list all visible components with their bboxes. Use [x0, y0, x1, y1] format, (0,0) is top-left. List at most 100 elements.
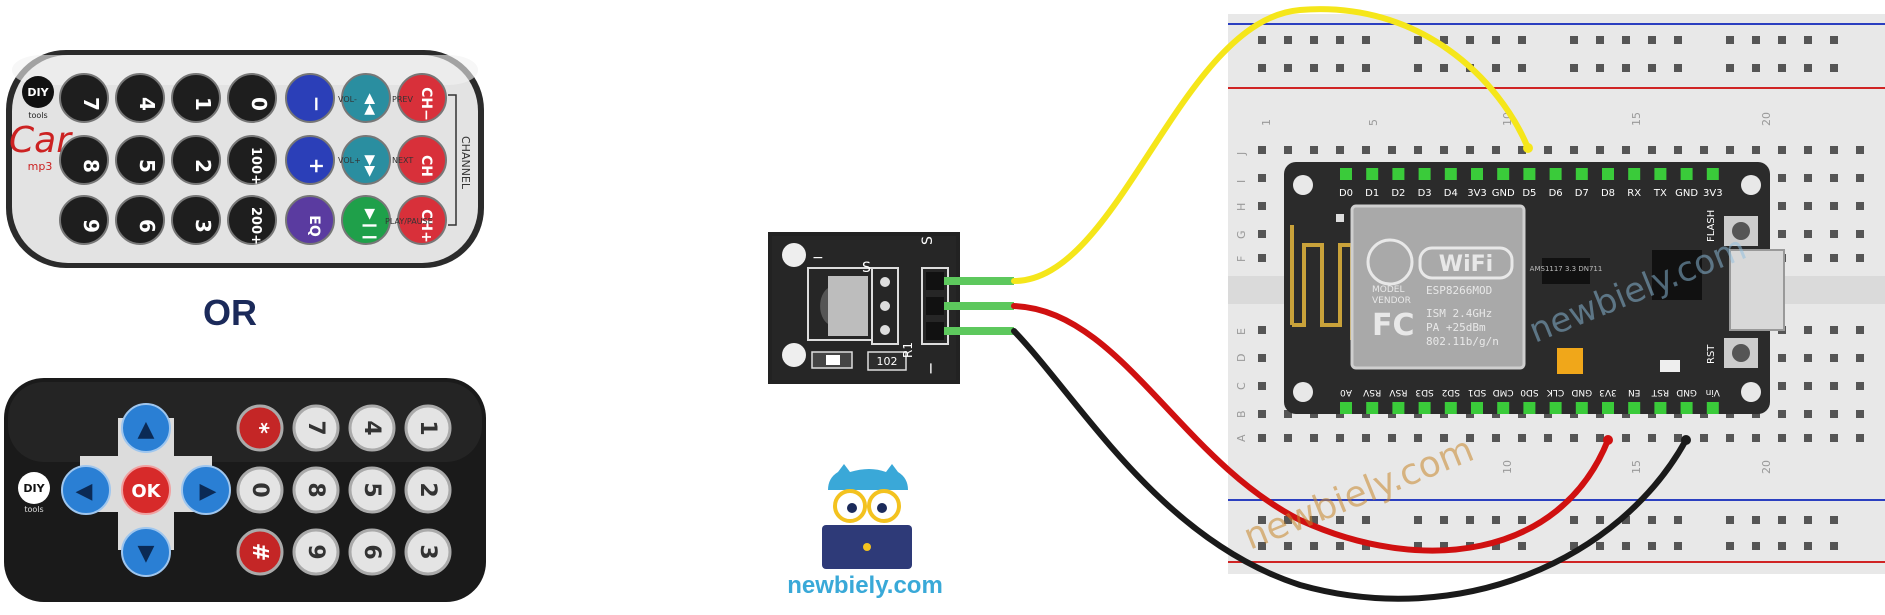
breadboard-hole [1284, 36, 1292, 44]
breadboard-hole [1700, 434, 1708, 442]
remote-button[interactable]: 9 [59, 195, 109, 245]
dpad-right-button[interactable]: ▶ [181, 465, 231, 515]
wifi-logo: WiFi [1366, 238, 1514, 286]
arrow-up-icon: ▲ [138, 417, 155, 442]
breadboard-hole [1362, 434, 1370, 442]
breadboard-hole [1336, 64, 1344, 72]
breadboard-hole [1518, 516, 1526, 524]
esp-pin [1549, 402, 1562, 414]
remote-button[interactable]: EQ [285, 195, 335, 245]
remote-button[interactable]: ▶❙❙ [341, 195, 391, 245]
esp-pin-label-top: D8 [1601, 188, 1615, 199]
breadboard-hole [1414, 542, 1422, 550]
dpad-up-button[interactable]: ▲ [121, 403, 171, 453]
esp8266-nodemcu-board: WiFi MODEL VENDOR ESP8266MOD FC ISM 2.4G… [1284, 162, 1785, 414]
esp-pin [1497, 168, 1510, 180]
remote-button[interactable]: 3 [171, 195, 221, 245]
breadboard-hole [1622, 516, 1630, 524]
remote-button[interactable]: − [285, 73, 335, 123]
esp-pin [1654, 402, 1667, 414]
remote-button[interactable]: 2 [171, 135, 221, 185]
brand-name: newbiely.com [787, 572, 943, 599]
remote-button[interactable]: ◀◀ [341, 73, 391, 123]
mount-hole-top [782, 243, 806, 267]
or-separator: OR [203, 292, 257, 333]
numpad-button[interactable]: 8 [292, 466, 340, 514]
remote-button[interactable]: CH [397, 135, 447, 185]
svg-text:−: − [921, 362, 940, 375]
dpad-down-button[interactable]: ▼ [121, 527, 171, 577]
breadboard-hole [1258, 36, 1266, 44]
svg-text:DIY: DIY [23, 482, 45, 495]
breadboard-hole [1778, 516, 1786, 524]
breadboard-hole [1258, 202, 1266, 210]
breadboard-hole [1258, 410, 1266, 418]
numpad-button[interactable]: 6 [348, 528, 396, 576]
remote-button[interactable]: 6 [115, 195, 165, 245]
breadboard-hole [1544, 146, 1552, 154]
svg-text:PLAY/PAUSE: PLAY/PAUSE [385, 217, 433, 226]
breadboard-hole [1596, 434, 1604, 442]
breadboard-hole [1596, 64, 1604, 72]
numpad-button[interactable]: 2 [404, 466, 452, 514]
numpad-button-label: 1 [415, 420, 440, 435]
remote-button[interactable]: 1 [171, 73, 221, 123]
remote-button[interactable]: 8 [59, 135, 109, 185]
svg-text:102: 102 [877, 355, 898, 368]
esp-pin [1654, 168, 1667, 180]
breadboard-hole [1336, 434, 1344, 442]
breadboard-hole [1570, 434, 1578, 442]
remote-button[interactable]: + [285, 135, 335, 185]
numpad-button[interactable]: 0 [236, 466, 284, 514]
numpad-button[interactable]: 3 [404, 528, 452, 576]
numpad-button[interactable]: 5 [348, 466, 396, 514]
esp-pin-label-bottom: SD0 [1520, 387, 1539, 397]
remote-button[interactable]: 200+ [227, 195, 277, 245]
esp-pin [1628, 168, 1641, 180]
svg-text:tools: tools [28, 111, 47, 120]
breadboard-hole [1804, 382, 1812, 390]
numpad-button-label: # [247, 543, 272, 561]
breadboard-hole [1778, 230, 1786, 238]
remote-button[interactable]: ▶▶ [341, 135, 391, 185]
breadboard-hole [1336, 36, 1344, 44]
remote-button-label: − [305, 96, 329, 113]
breadboard-hole [1830, 354, 1838, 362]
breadboard-hole [1362, 146, 1370, 154]
esp-pin-label-bottom: SD1 [1468, 387, 1486, 397]
svg-text:PA +25dBm: PA +25dBm [1426, 321, 1486, 334]
capacitor [1557, 348, 1583, 374]
breadboard-hole [1310, 516, 1318, 524]
breadboard-hole [1648, 434, 1656, 442]
remote-button[interactable]: 7 [59, 73, 109, 123]
remote-button-label: 4 [135, 97, 159, 111]
breadboard-hole [1310, 146, 1318, 154]
remote-button[interactable]: 0 [227, 73, 277, 123]
breadboard-hole [1466, 434, 1474, 442]
dpad-ok-button[interactable]: OK [121, 465, 171, 515]
dpad-left-button[interactable]: ◀ [61, 465, 111, 515]
esp-pin-label-bottom: RST [1651, 387, 1669, 397]
breadboard-hole [1258, 254, 1266, 262]
svg-text:5: 5 [1367, 119, 1380, 126]
numpad-button[interactable]: 4 [348, 404, 396, 452]
remote-button[interactable]: 100+ [227, 135, 277, 185]
numpad-button[interactable]: 9 [292, 528, 340, 576]
remote-button-label: 7 [79, 97, 103, 111]
esp-pin-label-bottom: SD2 [1442, 387, 1460, 397]
breadboard-hole [1284, 64, 1292, 72]
esp-pin-label-bottom: RSV [1388, 387, 1407, 397]
remote-button[interactable]: CH− [397, 73, 447, 123]
remote-side-text: PREV NEXT PLAY/PAUSE VOL- VOL+ CHANNEL [338, 94, 472, 226]
remote-button[interactable]: 5 [115, 135, 165, 185]
numpad-button[interactable]: 7 [292, 404, 340, 452]
breadboard-hole [1336, 146, 1344, 154]
esp-pin [1575, 402, 1588, 414]
breadboard-hole [1830, 410, 1838, 418]
numpad-button[interactable]: # [236, 528, 284, 576]
remote-button[interactable]: CH+ [397, 195, 447, 245]
numpad-button[interactable]: 1 [404, 404, 452, 452]
numpad-button[interactable]: * [236, 404, 284, 452]
remote-button[interactable]: 4 [115, 73, 165, 123]
numpad-button-label: 4 [359, 420, 384, 435]
